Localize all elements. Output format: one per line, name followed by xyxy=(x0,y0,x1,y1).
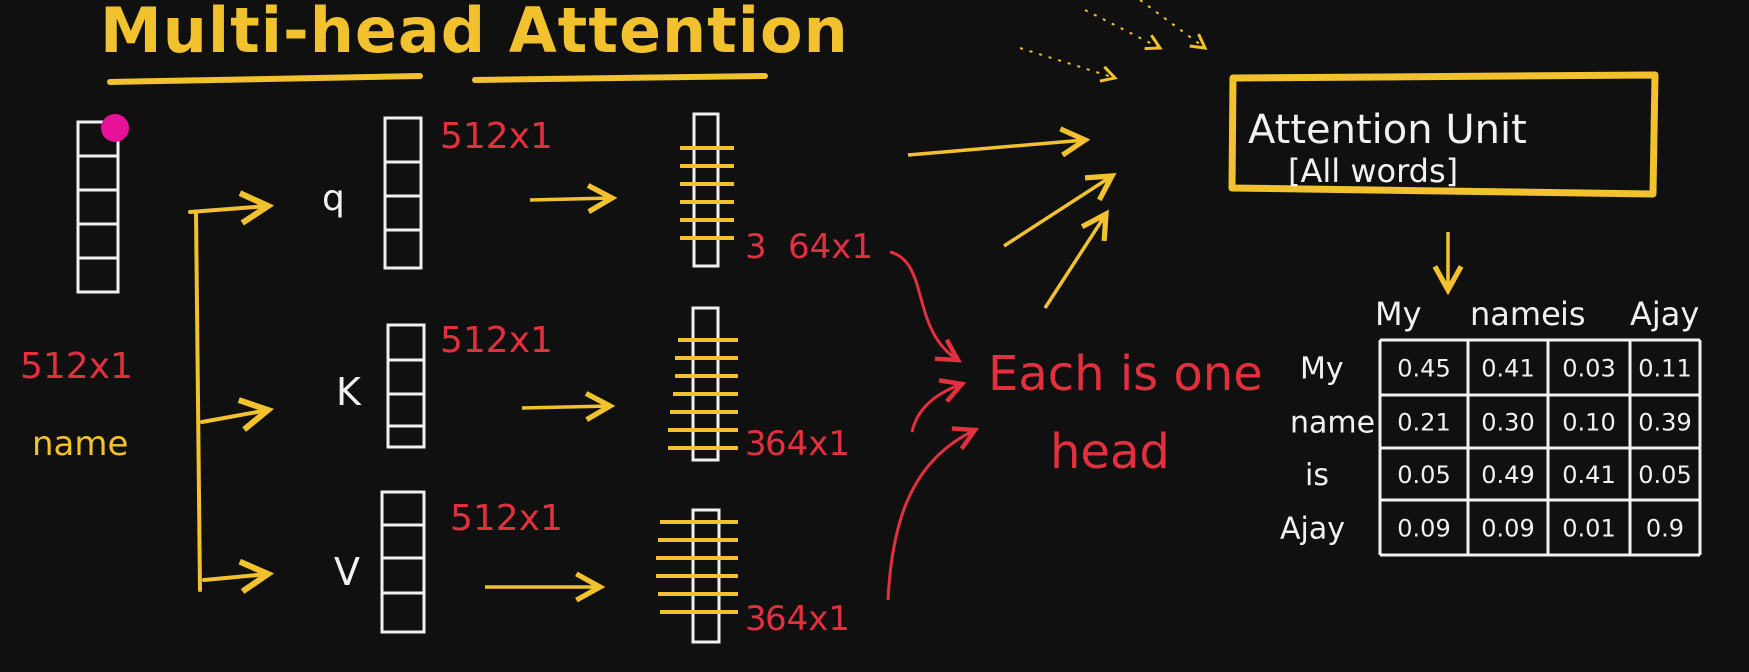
matrix-cell-value: 0.09 xyxy=(1397,515,1450,543)
matrix-column-header: Ajay xyxy=(1630,295,1699,333)
attention-unit-box xyxy=(1228,71,1659,198)
query-label: q xyxy=(322,178,345,219)
query-head-prefix: 3 xyxy=(745,227,767,267)
value-head-vector xyxy=(656,508,738,644)
key-dim-label: 512x1 xyxy=(440,320,553,361)
query-head-vector xyxy=(680,112,734,268)
matrix-cell-value: 0.41 xyxy=(1481,355,1534,383)
input-vector xyxy=(76,120,120,294)
attention-unit-subtitle: [All words] xyxy=(1288,152,1458,190)
matrix-column-header: My xyxy=(1375,295,1422,333)
matrix-cell-value: 0.03 xyxy=(1562,355,1615,383)
key-arrow xyxy=(521,406,610,408)
key-head-vector xyxy=(668,306,738,462)
branch-bracket xyxy=(188,206,268,590)
key-head-prefix: 3 xyxy=(745,424,767,464)
matrix-row-label: My xyxy=(1300,352,1344,387)
note-line-1: Each is one xyxy=(988,346,1263,402)
matrix-row-label: is xyxy=(1305,458,1329,493)
input-word-label: name xyxy=(32,424,128,464)
query-vector xyxy=(383,116,423,270)
matrix-cell-value: 0.01 xyxy=(1562,515,1615,543)
matrix-cell-value: 0.05 xyxy=(1397,461,1450,489)
matrix-cell-value: 0.9 xyxy=(1646,515,1684,543)
title-underline-1 xyxy=(107,73,423,85)
key-head-dim: 64x1 xyxy=(765,424,850,464)
matrix-column-header: is xyxy=(1560,295,1586,333)
matrix-row-label: Ajay xyxy=(1280,512,1345,547)
value-head-prefix: 3 xyxy=(745,599,767,639)
title-underline-2 xyxy=(472,73,768,83)
matrix-cell-value: 0.21 xyxy=(1397,409,1450,437)
matrix-cell-value: 0.41 xyxy=(1562,461,1615,489)
head-to-attention-arrows xyxy=(907,140,1112,309)
value-label: V xyxy=(334,550,360,594)
input-dim-label: 512x1 xyxy=(20,346,133,387)
matrix-cell-value: 0.05 xyxy=(1638,461,1691,489)
matrix-cell-value: 0.11 xyxy=(1638,355,1691,383)
page-title: Multi-head Attention xyxy=(100,0,849,67)
pointer-dot xyxy=(101,114,129,142)
key-label: K xyxy=(336,370,362,414)
query-arrow xyxy=(529,198,612,200)
dotted-arrows xyxy=(1019,0,1205,78)
matrix-column-header: name xyxy=(1470,295,1561,333)
query-head-dim: 64x1 xyxy=(788,227,873,267)
matrix-cell-value: 0.39 xyxy=(1638,409,1691,437)
key-vector xyxy=(386,323,426,449)
note-line-2: head xyxy=(1050,424,1170,480)
matrix-cell-value: 0.45 xyxy=(1397,355,1450,383)
value-head-dim: 64x1 xyxy=(765,599,850,639)
matrix-cell-value: 0.30 xyxy=(1481,409,1534,437)
matrix-cell-value: 0.49 xyxy=(1481,461,1534,489)
attention-unit-title: Attention Unit xyxy=(1248,107,1527,153)
matrix-row-label: name xyxy=(1290,406,1375,441)
query-dim-label: 512x1 xyxy=(440,116,553,157)
matrix-cell-value: 0.09 xyxy=(1481,515,1534,543)
head-note-arrows xyxy=(886,250,975,601)
value-vector xyxy=(380,490,426,634)
value-dim-label: 512x1 xyxy=(450,498,563,539)
matrix-cell-value: 0.10 xyxy=(1562,409,1615,437)
